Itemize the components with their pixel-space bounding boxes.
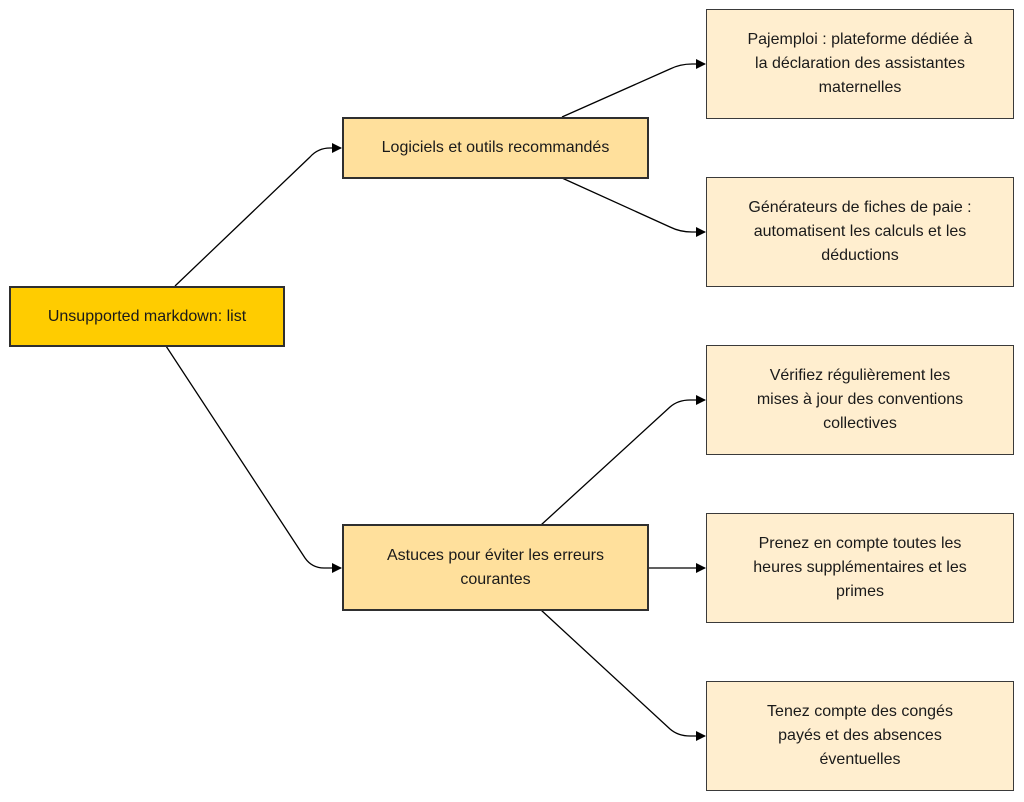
leaf-node-conventions-label: Vérifiez régulièrement les mises à jour … [756, 367, 964, 432]
branch-node-tips[interactable]: Astuces pour éviter les erreurs courante… [342, 524, 649, 611]
edge-tips-to-conventions [540, 395, 706, 526]
branch-node-tools-label: Logiciels et outils recommandés [381, 139, 610, 156]
leaf-node-conges[interactable]: Tenez compte des congés payés et des abs… [706, 681, 1014, 791]
leaf-node-generateurs[interactable]: Générateurs de fiches de paie : automati… [706, 177, 1014, 287]
edge-root-to-tips [165, 345, 342, 573]
branch-node-tips-label: Astuces pour éviter les erreurs courante… [387, 546, 604, 588]
edge-root-to-tools [174, 143, 342, 287]
leaf-node-heures-label: Prenez en compte toutes les heures suppl… [753, 535, 967, 600]
edge-tools-to-pajemploi [561, 59, 706, 118]
leaf-node-generateurs-label: Générateurs de fiches de paie : automati… [748, 199, 972, 264]
edge-tools-to-generateurs [561, 177, 706, 237]
root-node[interactable]: Unsupported markdown: list [9, 286, 285, 347]
leaf-node-pajemploi-label: Pajemploi : plateforme dédiée à la décla… [747, 31, 973, 96]
leaf-node-conges-label: Tenez compte des congés payés et des abs… [767, 703, 953, 768]
branch-node-tools[interactable]: Logiciels et outils recommandés [342, 117, 649, 179]
root-node-label: Unsupported markdown: list [47, 307, 247, 325]
leaf-node-conventions[interactable]: Vérifiez régulièrement les mises à jour … [706, 345, 1014, 455]
edge-tips-to-conges [540, 609, 706, 741]
leaf-node-pajemploi[interactable]: Pajemploi : plateforme dédiée à la décla… [706, 9, 1014, 119]
leaf-node-heures[interactable]: Prenez en compte toutes les heures suppl… [706, 513, 1014, 623]
